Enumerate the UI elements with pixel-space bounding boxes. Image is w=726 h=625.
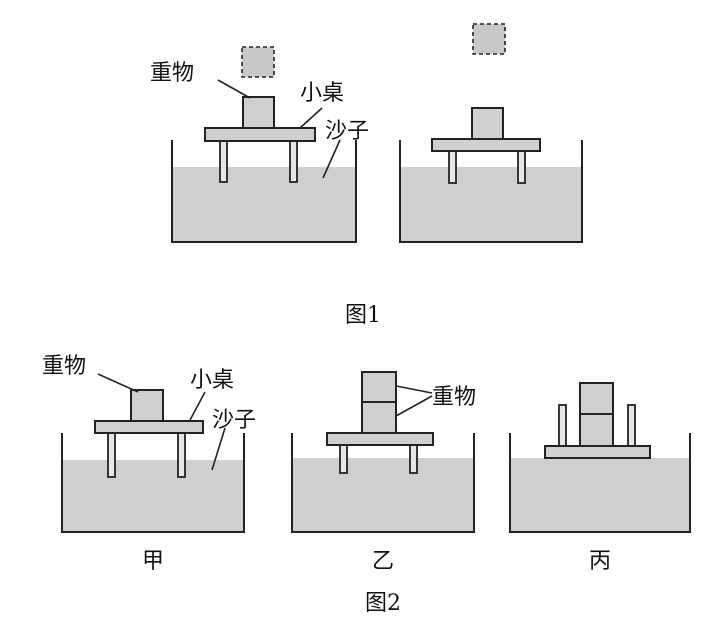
label-sand: 沙子 <box>212 408 256 433</box>
figure2-caption: 图2 <box>365 591 401 616</box>
fig2-panel-yi <box>291 371 475 533</box>
leader-line-weight <box>97 373 139 393</box>
weight-block-lower <box>579 413 614 447</box>
table-top <box>326 432 434 446</box>
sand <box>62 460 244 532</box>
table-top <box>431 138 541 152</box>
dashed-weight-indicator <box>241 46 275 78</box>
label-sand: 沙子 <box>325 119 369 144</box>
table-leg <box>627 404 636 448</box>
figure1: 重物 小桌 沙子 图1 <box>150 23 583 328</box>
label-weight: 重物 <box>42 354 86 379</box>
table-leg <box>517 149 526 184</box>
table-top <box>94 420 204 434</box>
panel-label-jia: 甲 <box>142 549 164 574</box>
sand <box>172 167 356 242</box>
table-leg <box>177 431 186 478</box>
fig2-panel-jia <box>61 373 245 533</box>
panel-label-bing: 丙 <box>589 549 611 574</box>
leader-line-table <box>189 391 206 421</box>
leader-line-weight-upper <box>395 385 433 394</box>
table-top <box>204 127 316 142</box>
weight-block <box>130 389 164 422</box>
leader-line-table <box>299 107 323 129</box>
fig2-panel-bing <box>509 382 691 533</box>
dashed-weight-indicator <box>472 23 506 55</box>
weight-block-upper <box>579 382 614 415</box>
container <box>291 433 475 533</box>
sand <box>510 458 690 532</box>
table-leg <box>558 404 567 448</box>
fig1-left-apparatus <box>171 46 357 243</box>
table-leg <box>219 139 228 183</box>
container <box>509 433 691 533</box>
table-leg <box>107 431 116 478</box>
table-leg <box>289 139 298 183</box>
weight-block-lower <box>361 401 397 434</box>
label-table: 小桌 <box>190 368 234 393</box>
fig1-right-apparatus <box>399 23 583 243</box>
table-leg <box>339 443 348 474</box>
container <box>171 140 357 243</box>
weight-block-upper <box>361 371 397 403</box>
label-weight: 重物 <box>150 61 194 86</box>
table-leg <box>448 149 457 184</box>
label-table: 小桌 <box>300 81 344 106</box>
container <box>399 140 583 243</box>
table-leg <box>409 443 418 474</box>
label-weight-yi: 重物 <box>432 385 476 410</box>
weight-block <box>471 107 504 140</box>
leader-line-weight-lower <box>395 395 433 417</box>
weight-block <box>242 96 275 129</box>
figure2: 重物 小桌 沙子 重物 甲 乙 丙 图2 <box>42 354 691 616</box>
leader-line-sand <box>322 139 341 179</box>
leader-line-weight <box>217 79 251 99</box>
sand <box>292 458 474 532</box>
table-top <box>544 445 651 459</box>
leader-line-sand <box>211 427 226 471</box>
figure1-caption: 图1 <box>345 303 381 328</box>
container <box>61 433 245 533</box>
panel-label-yi: 乙 <box>372 549 394 574</box>
sand <box>400 167 582 242</box>
